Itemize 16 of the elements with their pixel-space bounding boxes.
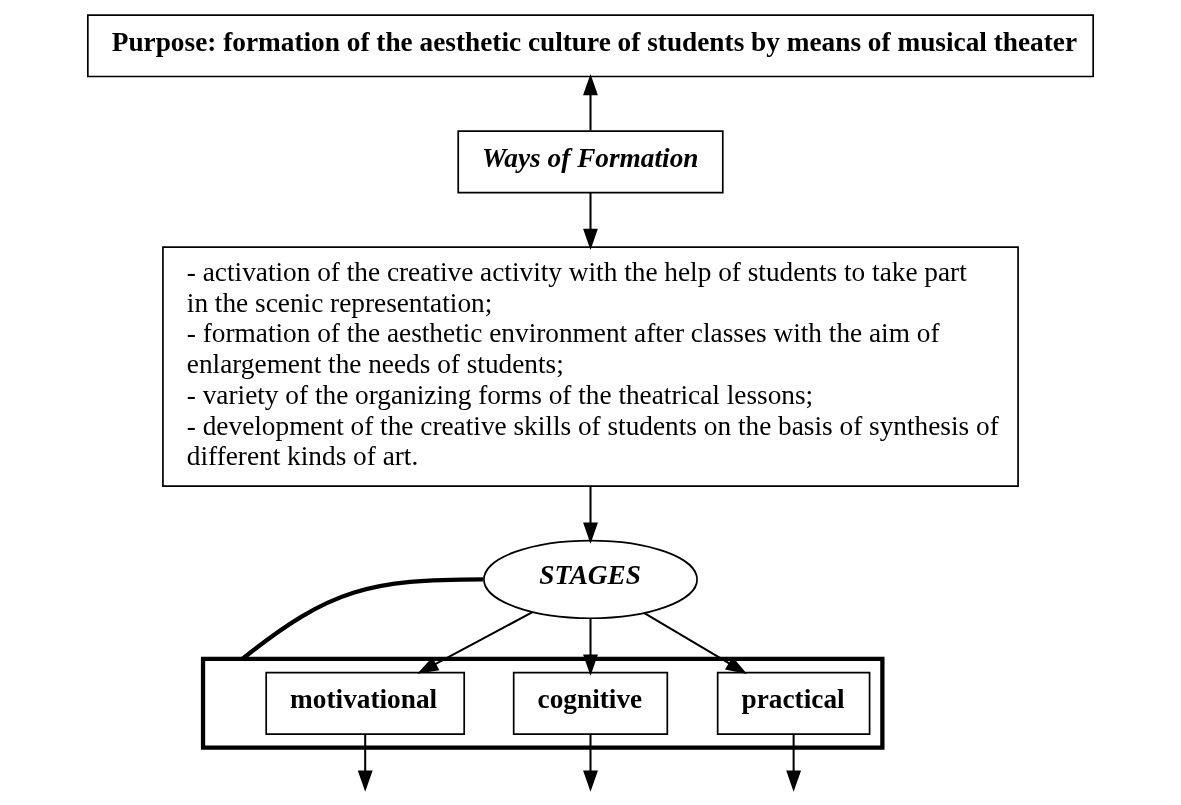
arrow bbox=[417, 611, 533, 674]
arrow bbox=[357, 734, 373, 792]
node-box: cognitive bbox=[512, 671, 669, 735]
arrow bbox=[786, 734, 802, 792]
node-box: - activation of the creative activity with the help of students to take part in the scenic representation; - formation of the aesthetic environment after classes with the aim of enlargement the needs of students; - variety of the organizing forms of the theatrical lessons; - development of the creative skills of students on the basis of synthesis of different kinds of art. bbox=[162, 246, 1019, 487]
node-box: Purpose: formation of the aesthetic culture of students by means of musical theater bbox=[86, 14, 1095, 78]
arrow bbox=[583, 74, 598, 131]
node-ellipse: STAGES bbox=[483, 539, 698, 620]
arrow bbox=[583, 486, 598, 544]
node-box: motivational bbox=[265, 671, 466, 735]
node-box: Ways of Formation bbox=[457, 130, 724, 194]
arrow bbox=[583, 734, 598, 792]
arrow bbox=[583, 618, 598, 676]
arrow bbox=[583, 192, 598, 250]
arrow bbox=[643, 612, 747, 674]
node-box: practical bbox=[716, 671, 871, 735]
